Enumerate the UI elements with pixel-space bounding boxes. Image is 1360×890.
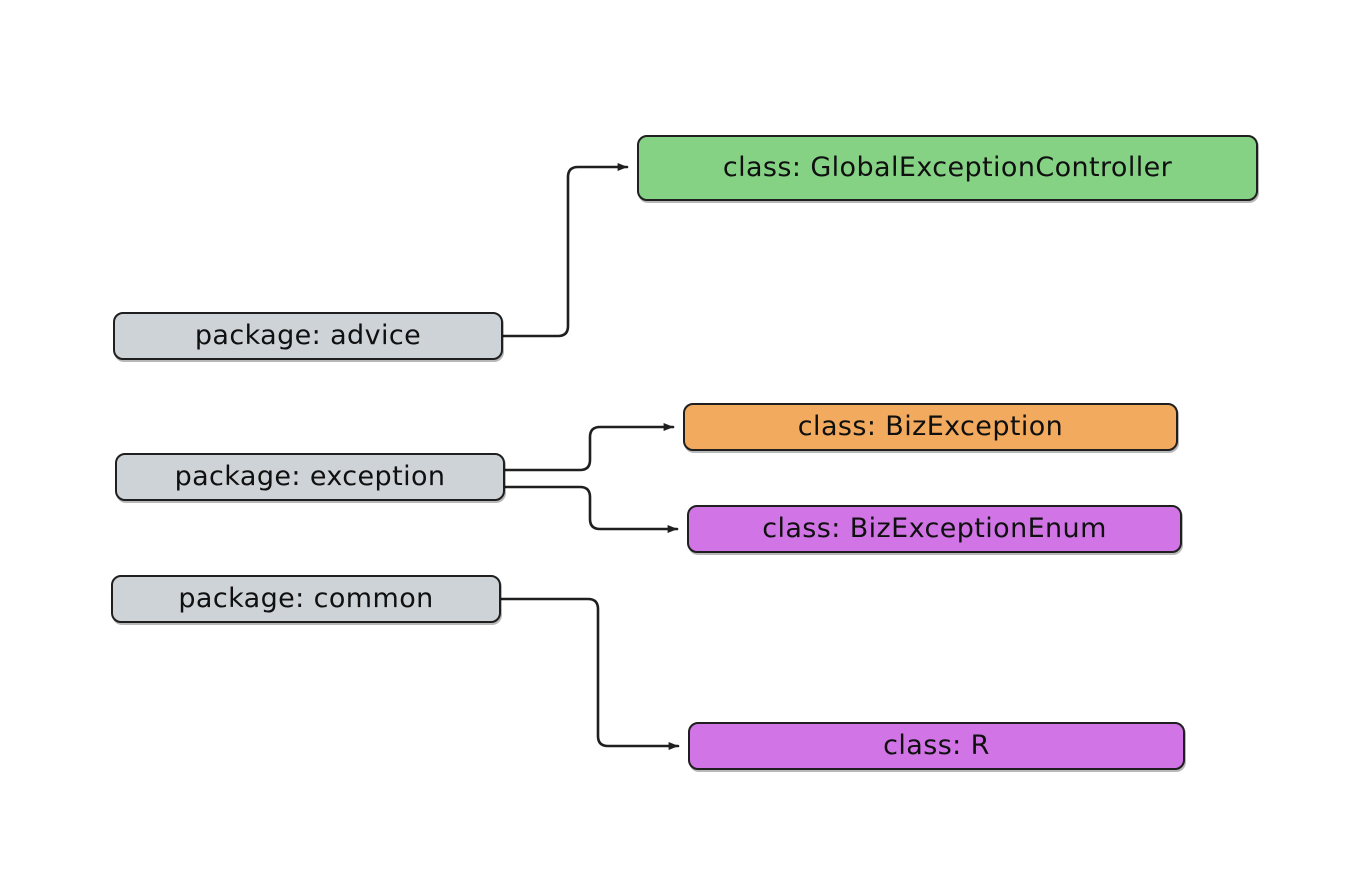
edge-common-r <box>499 597 680 750</box>
node-package-advice[interactable]: package: advice <box>113 312 503 360</box>
edge-advice-globalexceptioncontroller <box>501 163 629 338</box>
node-class-bizexceptionenum[interactable]: class: BizExceptionEnum <box>687 505 1182 553</box>
node-package-exception[interactable]: package: exception <box>115 453 505 501</box>
node-label: package: advice <box>194 320 422 352</box>
edge-exception-bizexceptionenum <box>503 485 679 533</box>
node-label: class: R <box>883 730 990 762</box>
node-class-r[interactable]: class: R <box>688 722 1185 770</box>
node-label: class: BizExceptionEnum <box>762 513 1107 545</box>
node-class-globalexceptioncontroller[interactable]: class: GlobalExceptionController <box>637 135 1258 201</box>
node-label: package: common <box>178 583 434 615</box>
node-label: class: GlobalExceptionController <box>722 152 1173 184</box>
edge-exception-bizexception <box>503 423 675 472</box>
node-label: class: BizException <box>797 411 1064 443</box>
node-label: package: exception <box>174 461 446 493</box>
node-class-bizexception[interactable]: class: BizException <box>683 403 1178 451</box>
node-package-common[interactable]: package: common <box>111 575 501 623</box>
